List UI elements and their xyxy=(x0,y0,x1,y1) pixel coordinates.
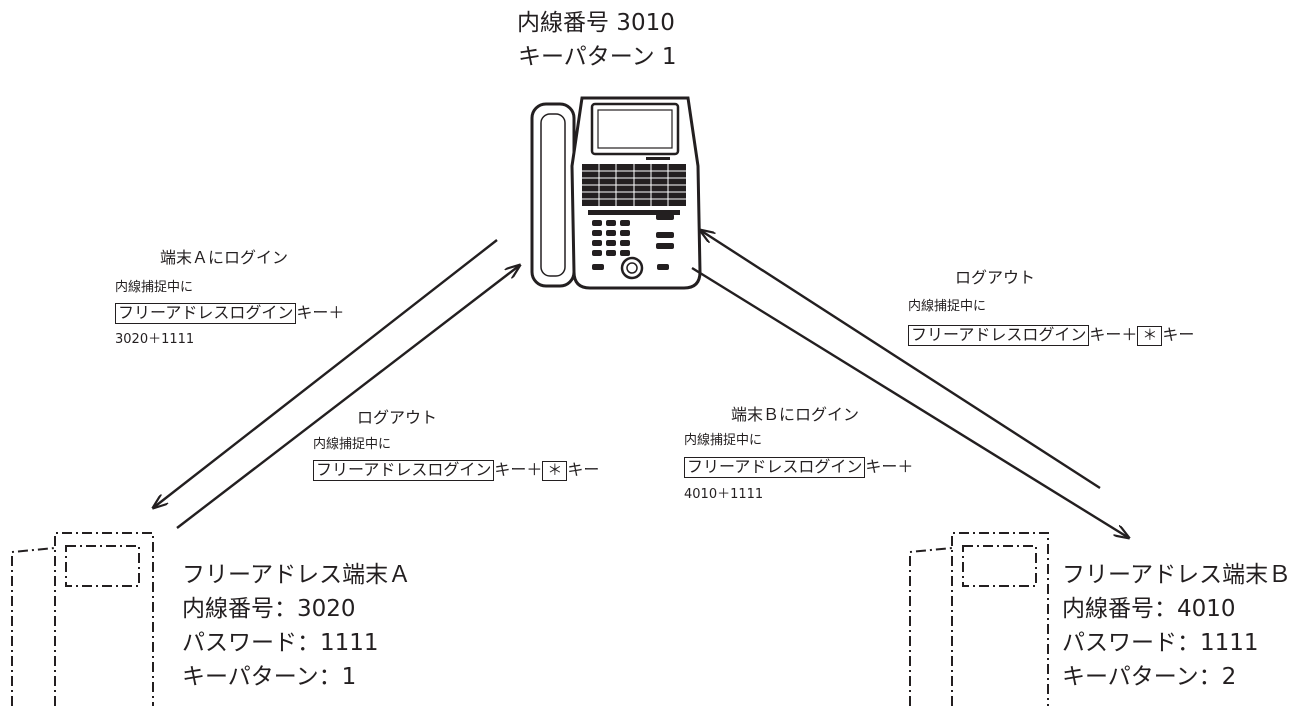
terminal-b-extension: 内線番号：4010 xyxy=(1062,596,1236,622)
right-login-line: 内線捕捉中に xyxy=(684,433,763,448)
left-login-line: 内線捕捉中に xyxy=(115,280,194,295)
terminal-a-name: フリーアドレス端末Ａ xyxy=(182,562,412,588)
left-login-digits: 3020＋1111 xyxy=(115,332,195,347)
terminal-a-extension: 内線番号：3020 xyxy=(182,596,356,622)
key-mid: キー＋ xyxy=(1089,325,1138,344)
arrow-icon xyxy=(691,266,1129,538)
arrow-icon xyxy=(700,230,1101,490)
desk-phone-icon xyxy=(530,96,702,290)
right-logout-key-row: フリーアドレスログインキー＋＊キー xyxy=(908,325,1194,346)
star-key: ＊ xyxy=(542,461,568,481)
key-suffix: キー＋ xyxy=(296,303,345,322)
header-key-pattern: キーパターン 1 xyxy=(518,44,677,70)
star-key: ＊ xyxy=(1137,326,1163,346)
left-logout-key-row: フリーアドレスログインキー＋＊キー xyxy=(313,460,599,481)
right-logout-line: 内線捕捉中に xyxy=(908,299,987,314)
phone-outline-icon xyxy=(909,532,1049,706)
free-address-login-key: フリーアドレスログイン xyxy=(908,325,1090,346)
terminal-a-key-pattern: キーパターン：1 xyxy=(182,664,357,690)
right-login-digits: 4010＋1111 xyxy=(684,487,764,502)
left-login-title: 端末Ａにログイン xyxy=(160,248,289,267)
right-login-title: 端末Ｂにログイン xyxy=(731,405,860,424)
free-address-login-key: フリーアドレスログイン xyxy=(684,457,866,478)
right-login-key-row: フリーアドレスログインキー＋ xyxy=(684,457,913,478)
terminal-a-password: パスワード：1111 xyxy=(182,630,379,656)
arrow-icon xyxy=(176,265,520,529)
left-logout-line: 内線捕捉中に xyxy=(313,437,392,452)
left-logout-title: ログアウト xyxy=(357,408,438,427)
header-extension: 内線番号 3010 xyxy=(517,10,675,36)
left-login-key-row: フリーアドレスログインキー＋ xyxy=(115,303,344,324)
key-mid: キー＋ xyxy=(494,460,543,479)
free-address-login-key: フリーアドレスログイン xyxy=(313,460,495,481)
key-end: キー xyxy=(567,460,600,479)
right-logout-title: ログアウト xyxy=(955,268,1036,287)
terminal-b-name: フリーアドレス端末Ｂ xyxy=(1062,562,1292,588)
phone-outline-icon xyxy=(11,532,154,706)
terminal-b-password: パスワード：1111 xyxy=(1062,630,1259,656)
free-address-login-key: フリーアドレスログイン xyxy=(115,303,297,324)
arrow-icon xyxy=(153,239,498,508)
terminal-b-key-pattern: キーパターン：2 xyxy=(1062,664,1237,690)
key-end: キー xyxy=(1162,325,1195,344)
key-suffix: キー＋ xyxy=(865,457,914,476)
